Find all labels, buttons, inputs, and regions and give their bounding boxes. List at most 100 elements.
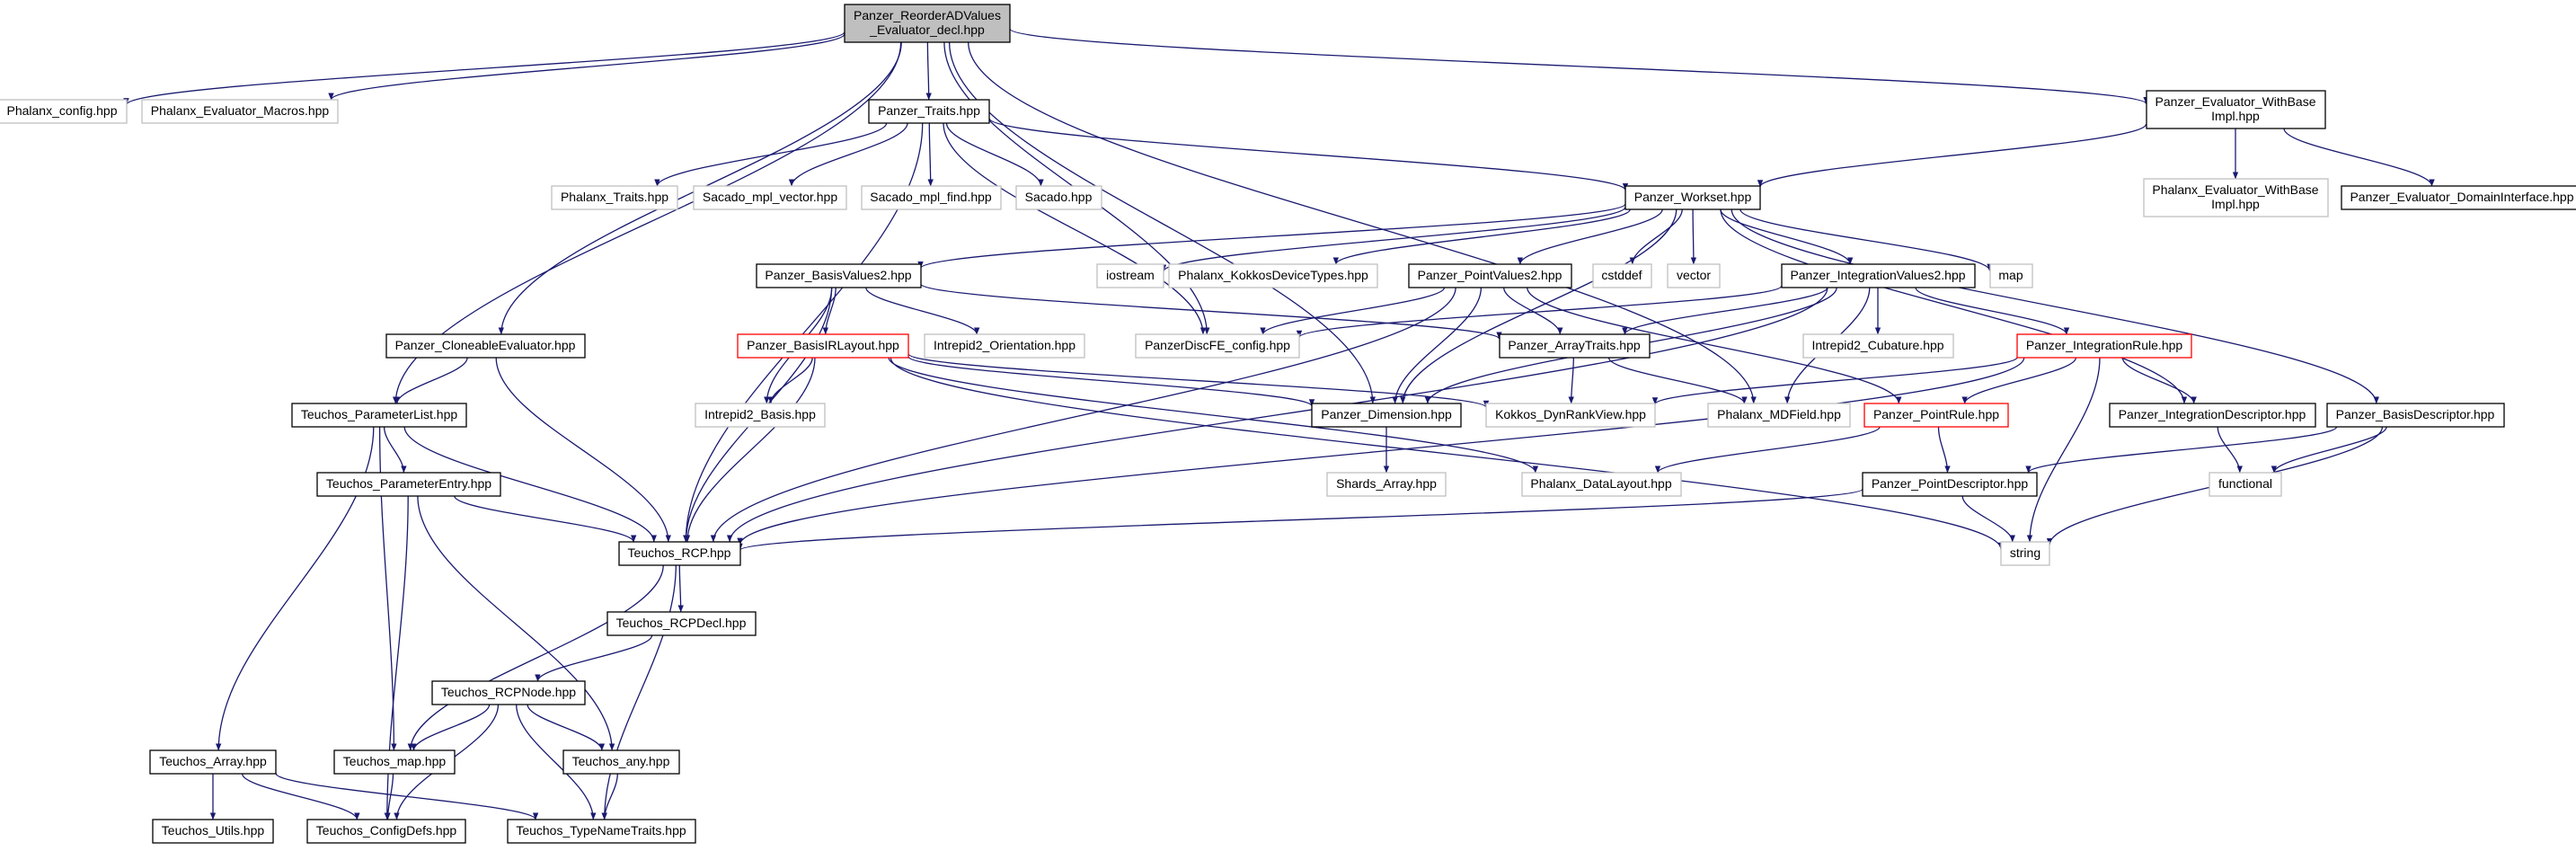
edge-panzer-basisdescriptor-to-panzer-pointdescriptor <box>2025 426 2338 474</box>
node-label: Impl.hpp <box>2211 109 2260 123</box>
node-label: Panzer_PointDescriptor.hpp <box>1872 476 2029 491</box>
node-box <box>2000 541 2050 566</box>
node-box <box>861 185 1002 210</box>
node-label: Phalanx_config.hpp <box>7 103 118 118</box>
node-box <box>1667 263 1721 288</box>
node-label: map <box>1998 268 2023 282</box>
edge-panzer-cloneableevaluator-to-teuchos-parameterlist <box>394 357 468 404</box>
node-box <box>1707 403 1851 428</box>
node-panzer-dimension[interactable]: Panzer_Dimension.hpp <box>1311 403 1462 428</box>
node-box <box>1408 263 1572 288</box>
node-label: Shards_Array.hpp <box>1336 476 1437 491</box>
edge-root-to-phalanx-mdfield <box>968 41 1757 404</box>
node-label: functional <box>2218 476 2272 491</box>
node-label: Panzer_Dimension.hpp <box>1321 407 1452 421</box>
node-box <box>2326 403 2505 428</box>
edge-layer <box>123 28 2435 820</box>
node-panzer-traits[interactable]: Panzer_Traits.hpp <box>868 99 990 124</box>
node-teuchos-typenametraits[interactable]: Teuchos_TypeNameTraits.hpp <box>507 819 696 844</box>
edge-panzer-pointdescriptor-to-string <box>1961 495 2015 543</box>
node-panzer-basisirlayout[interactable]: Panzer_BasisIRLayout.hpp <box>737 333 909 359</box>
node-label: Phalanx_KokkosDeviceTypes.hpp <box>1178 268 1368 282</box>
node-box <box>844 4 1011 43</box>
edge-panzer-integrationvalues2-to-panzer-integrationrule <box>1915 287 2070 335</box>
node-panzer-integrationdescriptor[interactable]: Panzer_IntegrationDescriptor.hpp <box>2109 403 2316 428</box>
node-kokkos-dynrankview: Kokkos_DynRankView.hpp <box>1485 403 1656 428</box>
node-box <box>316 472 501 497</box>
edge-teuchos-parameterentry-to-teuchos-rcp <box>454 495 637 543</box>
node-teuchos-any[interactable]: Teuchos_any.hpp <box>562 749 680 775</box>
node-box <box>2016 333 2192 359</box>
node-box <box>333 749 456 775</box>
node-phalanx-traits: Phalanx_Traits.hpp <box>551 185 678 210</box>
node-teuchos-parameterentry[interactable]: Teuchos_ParameterEntry.hpp <box>316 472 501 497</box>
node-layer: Panzer_ReorderADValues_Evaluator_decl.hp… <box>0 4 2576 844</box>
node-panzer-pointrule[interactable]: Panzer_PointRule.hpp <box>1863 403 2009 428</box>
node-phalanx-kokkosdevicetypes: Phalanx_KokkosDeviceTypes.hpp <box>1168 263 1378 288</box>
node-panzer-pointvalues2[interactable]: Panzer_PointValues2.hpp <box>1408 263 1572 288</box>
node-teuchos-rcpdecl[interactable]: Teuchos_RCPDecl.hpp <box>606 611 757 636</box>
node-panzer-workset[interactable]: Panzer_Workset.hpp <box>1624 185 1761 210</box>
node-root[interactable]: Panzer_ReorderADValues_Evaluator_decl.hp… <box>844 4 1011 43</box>
node-box <box>695 403 826 428</box>
node-panzer-evaluator-domaininterface[interactable]: Panzer_Evaluator_DomainInterface.hpp <box>2341 185 2576 210</box>
node-label: Panzer_CloneableEvaluator.hpp <box>395 338 576 352</box>
node-box <box>618 541 741 566</box>
node-panzer-integrationrule[interactable]: Panzer_IntegrationRule.hpp <box>2016 333 2192 359</box>
node-box <box>141 99 339 124</box>
node-label: string <box>2010 545 2040 560</box>
node-label: Kokkos_DynRankView.hpp <box>1495 407 1646 421</box>
node-label: Teuchos_ParameterList.hpp <box>301 407 458 421</box>
node-phalanx-mdfield: Phalanx_MDField.hpp <box>1707 403 1851 428</box>
node-panzer-pointdescriptor[interactable]: Panzer_PointDescriptor.hpp <box>1862 472 2038 497</box>
edge-teuchos-parameterlist-to-teuchos-parameterentry <box>383 426 407 474</box>
node-teuchos-map[interactable]: Teuchos_map.hpp <box>333 749 456 775</box>
node-label: Impl.hpp <box>2211 197 2260 211</box>
edge-panzer-integrationrule-to-panzer-integrationdescriptor <box>2121 357 2197 404</box>
node-iostream: iostream <box>1096 263 1164 288</box>
node-teuchos-utils[interactable]: Teuchos_Utils.hpp <box>152 819 274 844</box>
node-label: Panzer_Evaluator_DomainInterface.hpp <box>2350 190 2573 204</box>
edge-panzer-cloneableevaluator-to-teuchos-rcp <box>495 357 671 543</box>
node-label: Teuchos_TypeNameTraits.hpp <box>516 823 686 838</box>
node-teuchos-configdefs[interactable]: Teuchos_ConfigDefs.hpp <box>306 819 466 844</box>
node-shards-array: Shards_Array.hpp <box>1326 472 1447 497</box>
edge-panzer-traits-to-panzer-workset <box>988 118 1629 191</box>
node-box <box>868 99 990 124</box>
node-teuchos-rcpnode[interactable]: Teuchos_RCPNode.hpp <box>431 680 586 705</box>
edge-panzer-pointdescriptor-to-teuchos-rcp <box>737 488 1863 551</box>
node-label: Phalanx_Traits.hpp <box>561 190 668 204</box>
node-box <box>2209 472 2282 497</box>
node-panzer-integrationvalues2[interactable]: Panzer_IntegrationValues2.hpp <box>1781 263 1976 288</box>
node-box <box>0 99 128 124</box>
node-teuchos-rcp[interactable]: Teuchos_RCP.hpp <box>618 541 741 566</box>
edge-panzer-traits-to-sacado <box>945 122 1044 187</box>
node-teuchos-array[interactable]: Teuchos_Array.hpp <box>149 749 277 775</box>
edge-panzer-workset-to-map <box>1739 208 1993 271</box>
edge-panzer-integrationvalues2-to-panzer-arraytraits <box>1622 287 1828 335</box>
edge-panzer-evaluator-withbaseimpl-to-panzer-evaluator-domaininterface <box>2283 128 2435 187</box>
node-teuchos-parameterlist[interactable]: Teuchos_ParameterList.hpp <box>291 403 467 428</box>
node-label: Phalanx_DataLayout.hpp <box>1530 476 1671 491</box>
edge-panzer-arraytraits-to-kokkos-dynrankview <box>1568 357 1574 404</box>
node-label: Teuchos_ConfigDefs.hpp <box>316 823 457 838</box>
node-panzer-basisdescriptor[interactable]: Panzer_BasisDescriptor.hpp <box>2326 403 2505 428</box>
node-label: Panzer_IntegrationValues2.hpp <box>1790 268 1965 282</box>
node-label: Panzer_PointRule.hpp <box>1873 407 1999 421</box>
node-box <box>562 749 680 775</box>
edge-panzer-integrationvalues2-to-panzerdiscfe-config <box>1297 285 1783 338</box>
node-panzer-arraytraits[interactable]: Panzer_ArrayTraits.hpp <box>1499 333 1651 359</box>
node-box <box>306 819 466 844</box>
node-panzer-basisvalues2[interactable]: Panzer_BasisValues2.hpp <box>756 263 922 288</box>
node-label: Phalanx_MDField.hpp <box>1717 407 1841 421</box>
node-sacado-mpl-find: Sacado_mpl_find.hpp <box>861 185 1002 210</box>
edge-panzer-integrationdescriptor-to-functional <box>2217 426 2243 474</box>
edge-panzer-traits-to-phalanx-traits <box>654 122 888 187</box>
node-intrepid2-cubature: Intrepid2_Cubature.hpp <box>1802 333 1954 359</box>
node-box <box>1015 185 1102 210</box>
node-panzer-cloneableevaluator[interactable]: Panzer_CloneableEvaluator.hpp <box>385 333 586 359</box>
edge-panzer-integrationrule-to-teuchos-rcp <box>737 357 2025 545</box>
